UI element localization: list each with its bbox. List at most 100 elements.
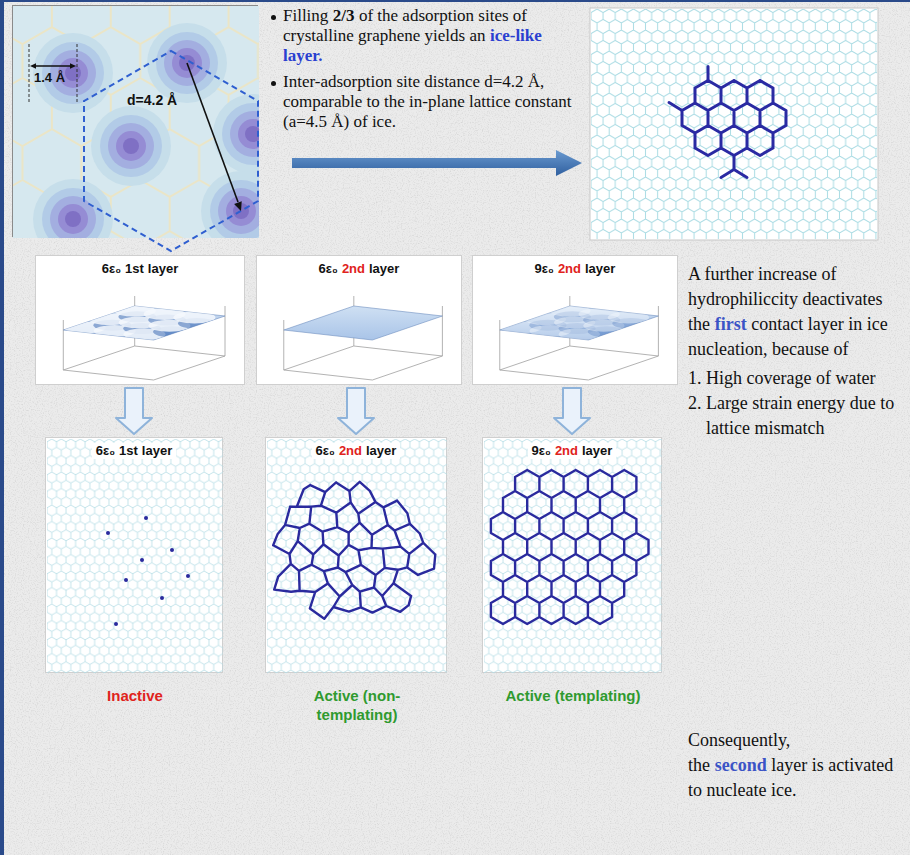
panel-title-part: 6ε₀ — [96, 443, 115, 458]
adsorption-site — [213, 94, 259, 174]
adsorption-site — [42, 188, 104, 238]
frame-line — [0, 0, 4, 855]
water-molecule — [124, 578, 128, 582]
surface-peak — [608, 311, 649, 323]
adsorption-site — [116, 131, 146, 161]
reason-list: 1. High coverage of water2. Large strain… — [688, 366, 904, 441]
panel-title-row: 9ε₀2ndlayer — [483, 441, 661, 459]
panel-title-row: 6ε₀1stlayer — [36, 259, 244, 277]
contour-map — [13, 6, 259, 238]
panel-title-row: 6ε₀2ndlayer — [266, 441, 446, 459]
adsorption-site — [33, 33, 113, 113]
bullet-item: Filling2/3of the adsorption sites of cry… — [283, 6, 580, 66]
water-molecule — [186, 574, 190, 578]
dimension-arrow — [35, 65, 71, 66]
body-text: second — [715, 755, 767, 775]
adsorption-site — [91, 106, 171, 186]
axis-line — [499, 320, 500, 370]
panel-title-part: 2nd — [555, 443, 578, 458]
frame-line — [0, 0, 910, 2]
graphene-figure — [266, 438, 448, 674]
panel-title-part: 2nd — [558, 261, 581, 276]
arrow-head — [70, 63, 76, 68]
list-item: 1. High coverage of water — [688, 366, 904, 391]
ice-lattice-panel: 9ε₀2ndlayerActive (templating) — [482, 437, 662, 673]
measurement-label: 1.4 Å — [34, 70, 65, 85]
water-molecule — [114, 622, 118, 626]
panel-title: 6ε₀1stlayer — [92, 443, 176, 459]
energy-surface-panel: 9ε₀2ndlayer — [472, 255, 678, 385]
bullet-dot — [271, 15, 276, 20]
water-molecule — [160, 596, 164, 600]
adsorption-site — [222, 103, 259, 165]
panel-title: 6ε₀2ndlayer — [315, 261, 404, 277]
hollow-arrow — [554, 388, 590, 434]
bullet-dot — [271, 81, 276, 86]
graphene-lattice — [591, 9, 877, 239]
contour-plot: 1.4 Å d=4.2 Å — [12, 5, 258, 237]
graphene-figure — [46, 438, 224, 674]
bullet-item: Inter-adsorption site distance d=4.2 Å, … — [283, 72, 580, 132]
status-label: Active (templating) — [503, 686, 643, 705]
axis-box — [284, 346, 443, 380]
axis-line — [225, 306, 226, 356]
axis-line — [658, 306, 659, 356]
graphene-lattice — [267, 439, 447, 673]
measurement-label: d=4.2 Å — [127, 92, 177, 108]
hollow-arrow — [338, 388, 374, 434]
ice-on-graphene-figure — [590, 8, 878, 240]
body-text: 2. Large strain energy due to lattice mi… — [688, 393, 894, 438]
panel-title-row: 9ε₀2ndlayer — [473, 259, 677, 277]
energy-surface-panel: 6ε₀1stlayer — [35, 255, 245, 385]
hollow-arrow — [116, 388, 152, 434]
explanation-text: A further increase of hydrophiliccity de… — [688, 262, 904, 852]
distance-arrow — [187, 63, 238, 202]
panel-title-part: 2nd — [342, 261, 365, 276]
panel-title-row: 6ε₀1stlayer — [46, 441, 222, 459]
surface-peak — [173, 311, 215, 323]
panel-title: 9ε₀2ndlayer — [528, 443, 617, 459]
paragraph: A further increase of hydrophiliccity de… — [688, 262, 904, 362]
adsorption-site — [218, 188, 259, 234]
axis-box — [63, 346, 225, 380]
axis-line — [283, 320, 284, 370]
axis-line — [442, 306, 443, 356]
adsorption-site — [65, 211, 81, 227]
list-item: 2. Large strain energy due to lattice mi… — [688, 391, 904, 441]
ice-lattice-panel: 6ε₀2ndlayerActive (non-templating) — [265, 437, 447, 673]
dashed-guide — [77, 44, 78, 104]
bullet-list: Filling2/3of the adsorption sites of cry… — [283, 6, 580, 138]
panel-title-part: 6ε₀ — [316, 443, 335, 458]
panel-title-part: layer — [369, 261, 399, 276]
panel-title-part: 2nd — [339, 443, 362, 458]
dashed-guide — [29, 44, 30, 104]
body-text: first — [715, 314, 747, 334]
adsorption-site — [58, 204, 88, 234]
panel-title-part: layer — [585, 261, 615, 276]
panel-title-part: layer — [582, 443, 612, 458]
energy-surface — [284, 306, 443, 340]
adsorption-site — [245, 126, 259, 142]
ice-network — [273, 482, 435, 619]
graphene-figure — [483, 438, 663, 674]
water-molecule — [144, 516, 148, 520]
panel-title-part: layer — [148, 261, 178, 276]
status-label: Inactive — [65, 686, 205, 705]
adsorption-site — [230, 111, 259, 157]
adsorption-site — [238, 119, 259, 149]
surface-waves — [64, 305, 216, 340]
contour-plot-figure — [13, 6, 259, 238]
water-molecule — [106, 531, 110, 535]
panel-title-part: layer — [142, 443, 172, 458]
graphene-lattice — [47, 439, 223, 673]
graphene-lattice — [484, 439, 662, 673]
adsorption-site — [210, 180, 259, 238]
ice-network — [682, 81, 786, 156]
adsorption-site — [65, 65, 81, 81]
adsorption-site — [123, 138, 139, 154]
panel-title: 6ε₀2ndlayer — [312, 443, 401, 459]
water-molecule — [140, 558, 144, 562]
dashed-hexagon — [84, 51, 258, 251]
